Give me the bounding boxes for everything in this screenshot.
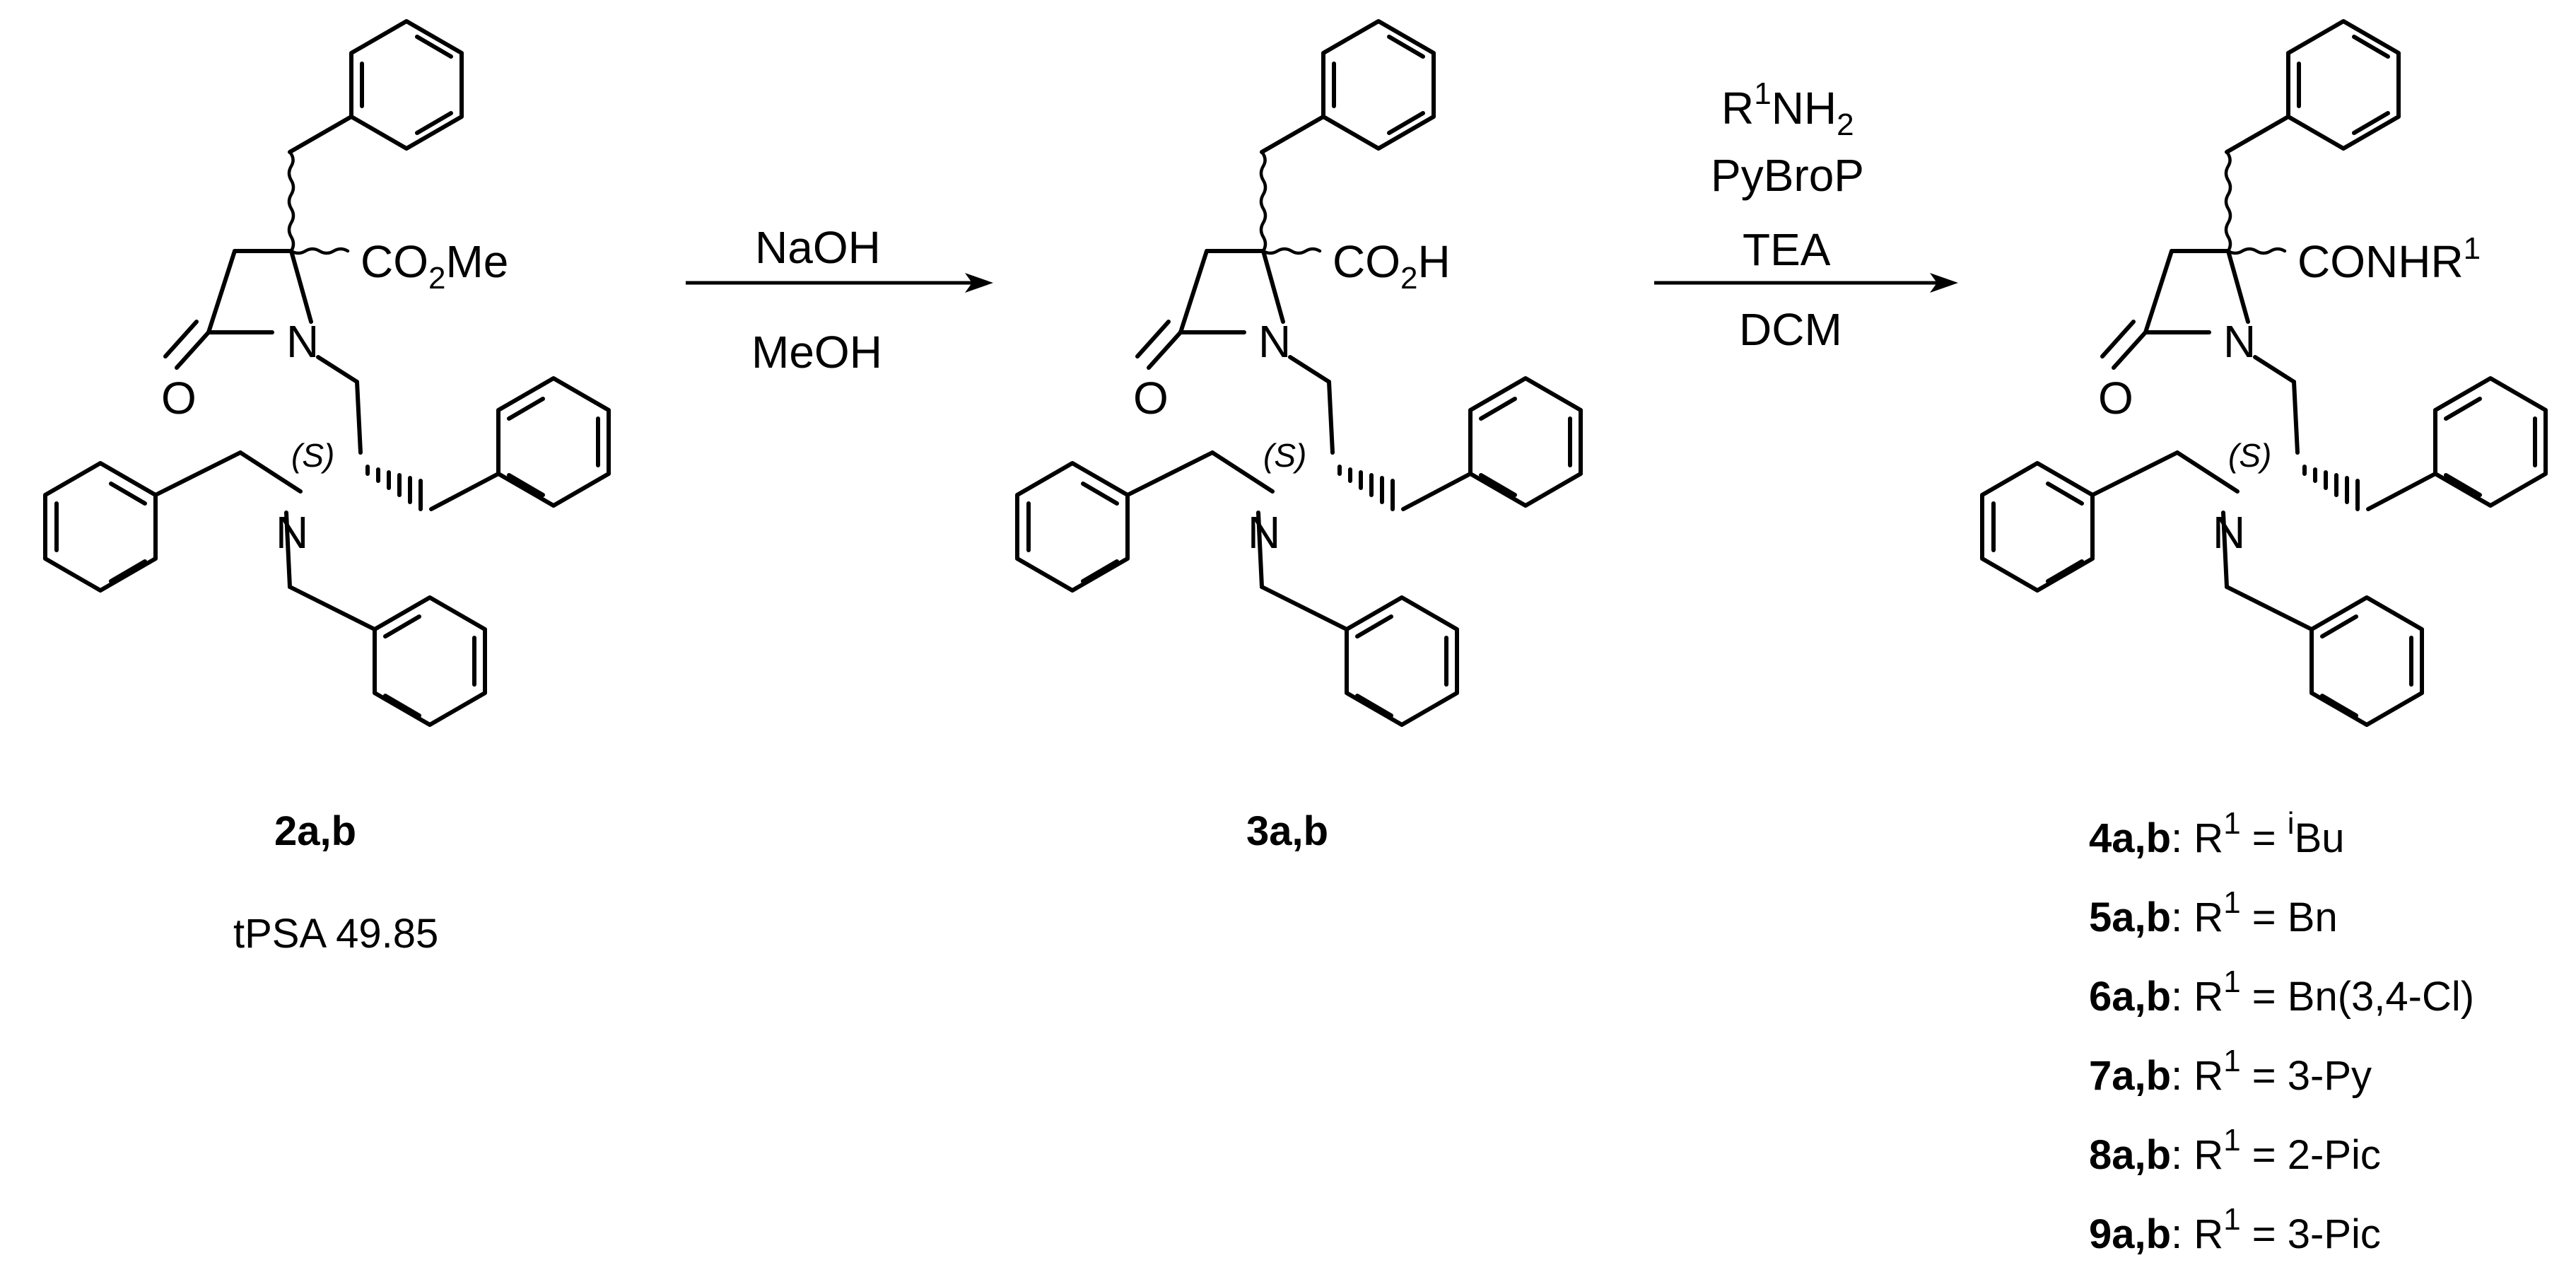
- reaction-arrow-2: [1654, 273, 1958, 293]
- molecule-3ab: O N N (S) CO2H 3a,b: [1015, 19, 1583, 854]
- carbonyl-oxygen: O: [2098, 373, 2133, 424]
- amine-nitrogen: N: [2213, 507, 2245, 558]
- reagent-meoh: MeOH: [751, 327, 882, 378]
- carbonyl-oxygen: O: [161, 373, 197, 424]
- molecule-2ab: O N N (S) CO2Me 2a,b tPSA 49.85: [43, 19, 611, 957]
- compound-label-2ab: 2a,b: [274, 808, 356, 854]
- tpsa-note: tPSA 49.85: [233, 911, 438, 957]
- stereo-descriptor: (S): [1263, 437, 1306, 474]
- product-row: 7a,b: R1 = 3-Py: [2089, 1044, 2372, 1099]
- product-row: 5a,b: R1 = Bn: [2089, 885, 2338, 940]
- carbonyl-oxygen: O: [1133, 373, 1169, 424]
- reagent-tea: TEA: [1743, 224, 1831, 275]
- reagent-dcm: DCM: [1739, 304, 1842, 355]
- product-row: 6a,b: R1 = Bn(3,4-Cl): [2089, 964, 2474, 1020]
- stereo-descriptor: (S): [291, 437, 334, 474]
- product-row: 8a,b: R1 = 2-Pic: [2089, 1123, 2381, 1178]
- amine-nitrogen: N: [1248, 507, 1280, 558]
- reagent-naoh: NaOH: [755, 222, 881, 273]
- lactam-nitrogen: N: [286, 316, 319, 367]
- molecule-4ab: O N N (S) CONHR1: [1980, 19, 2548, 727]
- product-row: 4a,b: R1 = iBu: [2089, 806, 2345, 861]
- products-table: 4a,b: R1 = iBu 5a,b: R1 = Bn 6a,b: R1 = Bn…: [2089, 806, 2474, 1257]
- amide-group: CONHR1: [2297, 231, 2481, 287]
- lactam-nitrogen: N: [2223, 316, 2256, 367]
- acid-group: CO2H: [1333, 236, 1451, 296]
- reagent-r1nh2: R1NH2: [1721, 76, 1854, 142]
- ester-group: CO2Me: [361, 236, 508, 296]
- stereo-descriptor: (S): [2228, 437, 2271, 474]
- reagent-pybrop: PyBroP: [1711, 150, 1864, 201]
- product-row: 9a,b: R1 = 3-Pic: [2089, 1202, 2381, 1257]
- reaction-arrow-1: [686, 273, 993, 293]
- amine-nitrogen: N: [276, 507, 308, 558]
- compound-label-3ab: 3a,b: [1246, 808, 1328, 854]
- lactam-nitrogen: N: [1258, 316, 1291, 367]
